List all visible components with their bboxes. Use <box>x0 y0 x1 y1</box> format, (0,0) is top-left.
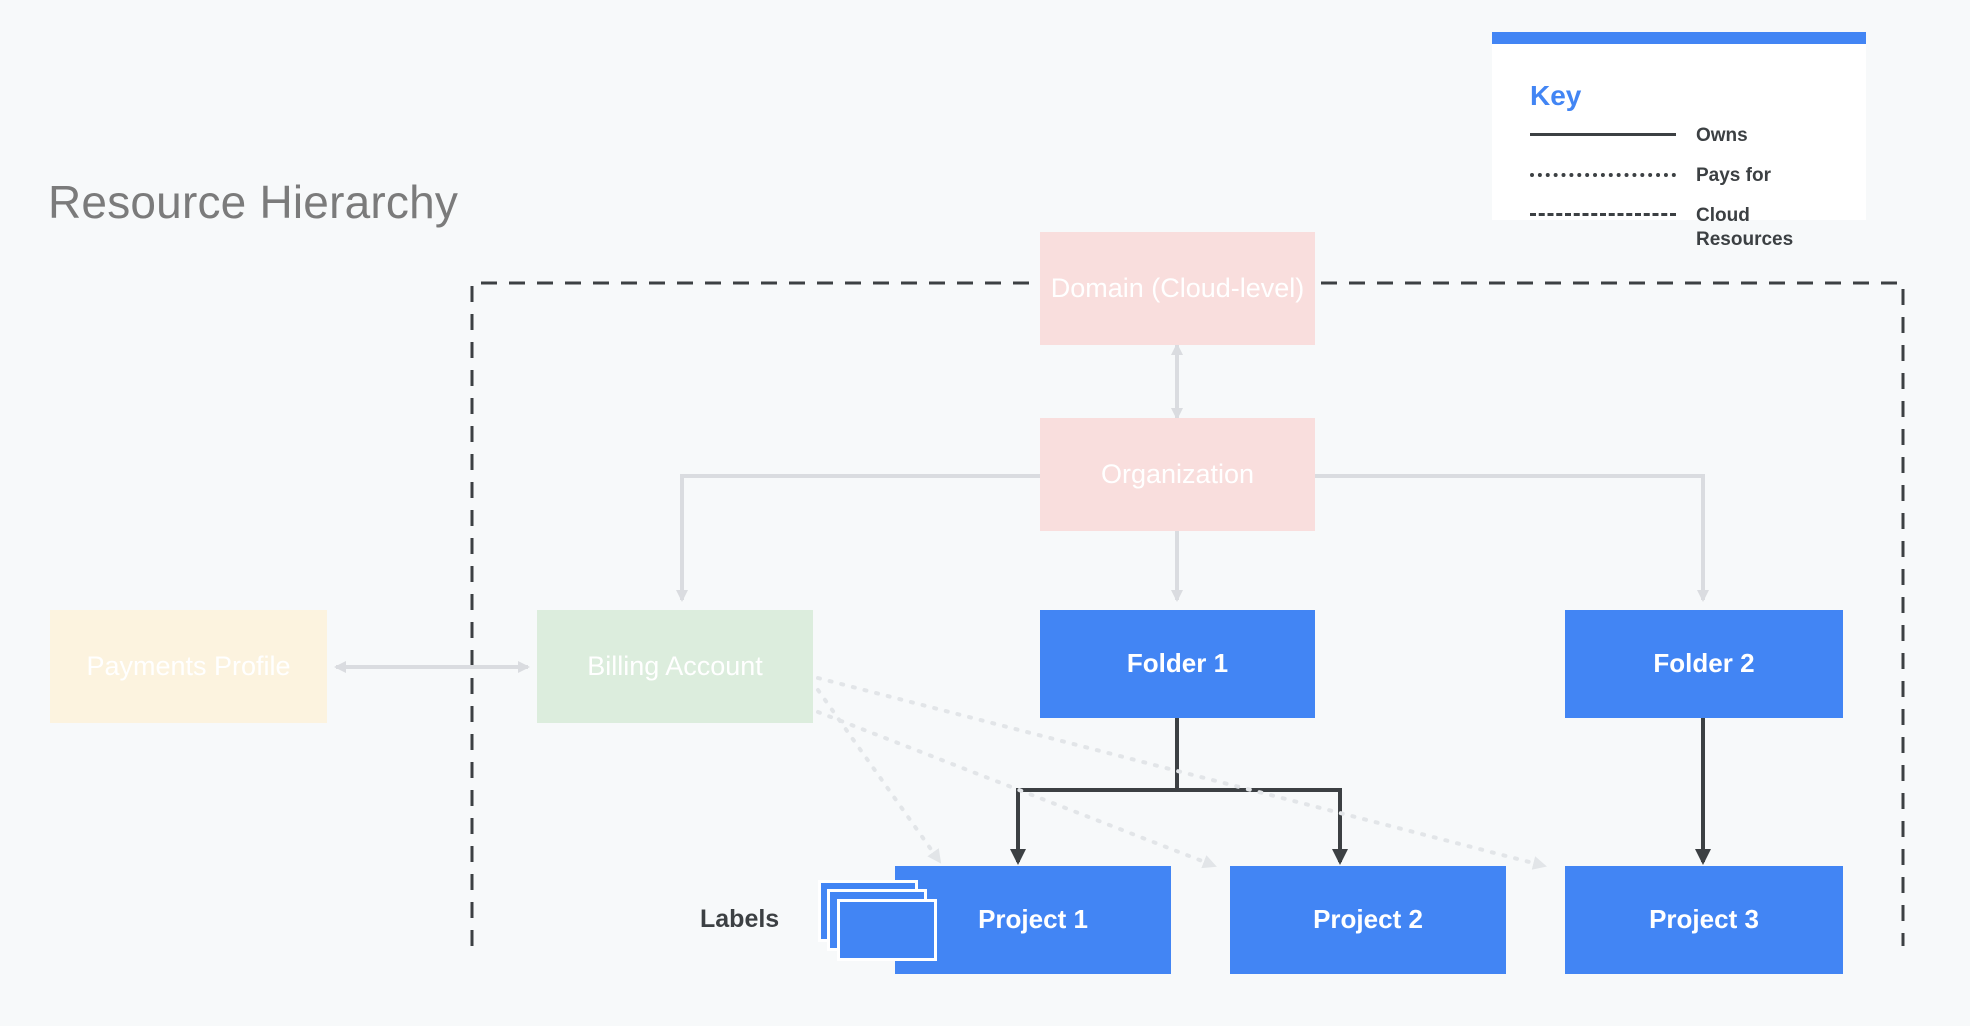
key-label-cloud-resources: Cloud Resources <box>1696 205 1794 250</box>
key-accent-bar <box>1492 32 1866 44</box>
edge-folder-1-project-2 <box>1175 718 1348 865</box>
key-label-pays-for: Pays for <box>1696 165 1771 186</box>
labels-icon[interactable] <box>818 880 948 961</box>
page-title: Resource Hierarchy <box>48 176 459 228</box>
key-legend-card: Key Owns Pays for Cloud Resources <box>1492 32 1866 250</box>
key-label-owns: Owns <box>1696 125 1748 146</box>
key-row-pays-for: Pays for <box>1530 164 1850 190</box>
node-project-2[interactable]: Project 2 <box>1230 866 1506 974</box>
key-rows: Owns Pays for Cloud Resources <box>1530 124 1850 266</box>
node-folder-2[interactable]: Folder 2 <box>1565 610 1843 718</box>
node-domain[interactable]: Domain (Cloud-level) <box>1040 232 1315 345</box>
node-organization[interactable]: Organization <box>1040 418 1315 531</box>
key-title: Key <box>1530 80 1582 111</box>
solid-line-icon <box>1530 124 1676 144</box>
edge-folder-1-project-1 <box>1010 718 1179 865</box>
node-payments-profile[interactable]: Payments Profile <box>50 610 327 723</box>
edge-organization-folder-2 <box>1315 474 1709 602</box>
node-project-1[interactable]: Project 1 <box>895 866 1171 974</box>
labels-caption: Labels <box>700 905 780 933</box>
node-billing-account[interactable]: Billing Account <box>537 610 813 723</box>
node-folder-1[interactable]: Folder 1 <box>1040 610 1315 718</box>
dashed-line-icon <box>1530 204 1676 224</box>
key-row-cloud-resources: Cloud Resources <box>1530 204 1850 252</box>
dotted-line-icon <box>1530 164 1676 184</box>
key-row-owns: Owns <box>1530 124 1850 150</box>
labels-card-front <box>837 899 937 961</box>
edge-billing-account-project-2 <box>816 710 1217 869</box>
edge-organization-billing-account <box>676 474 1040 602</box>
edge-billing-account-project-1 <box>816 688 942 864</box>
node-project-3[interactable]: Project 3 <box>1565 866 1843 974</box>
